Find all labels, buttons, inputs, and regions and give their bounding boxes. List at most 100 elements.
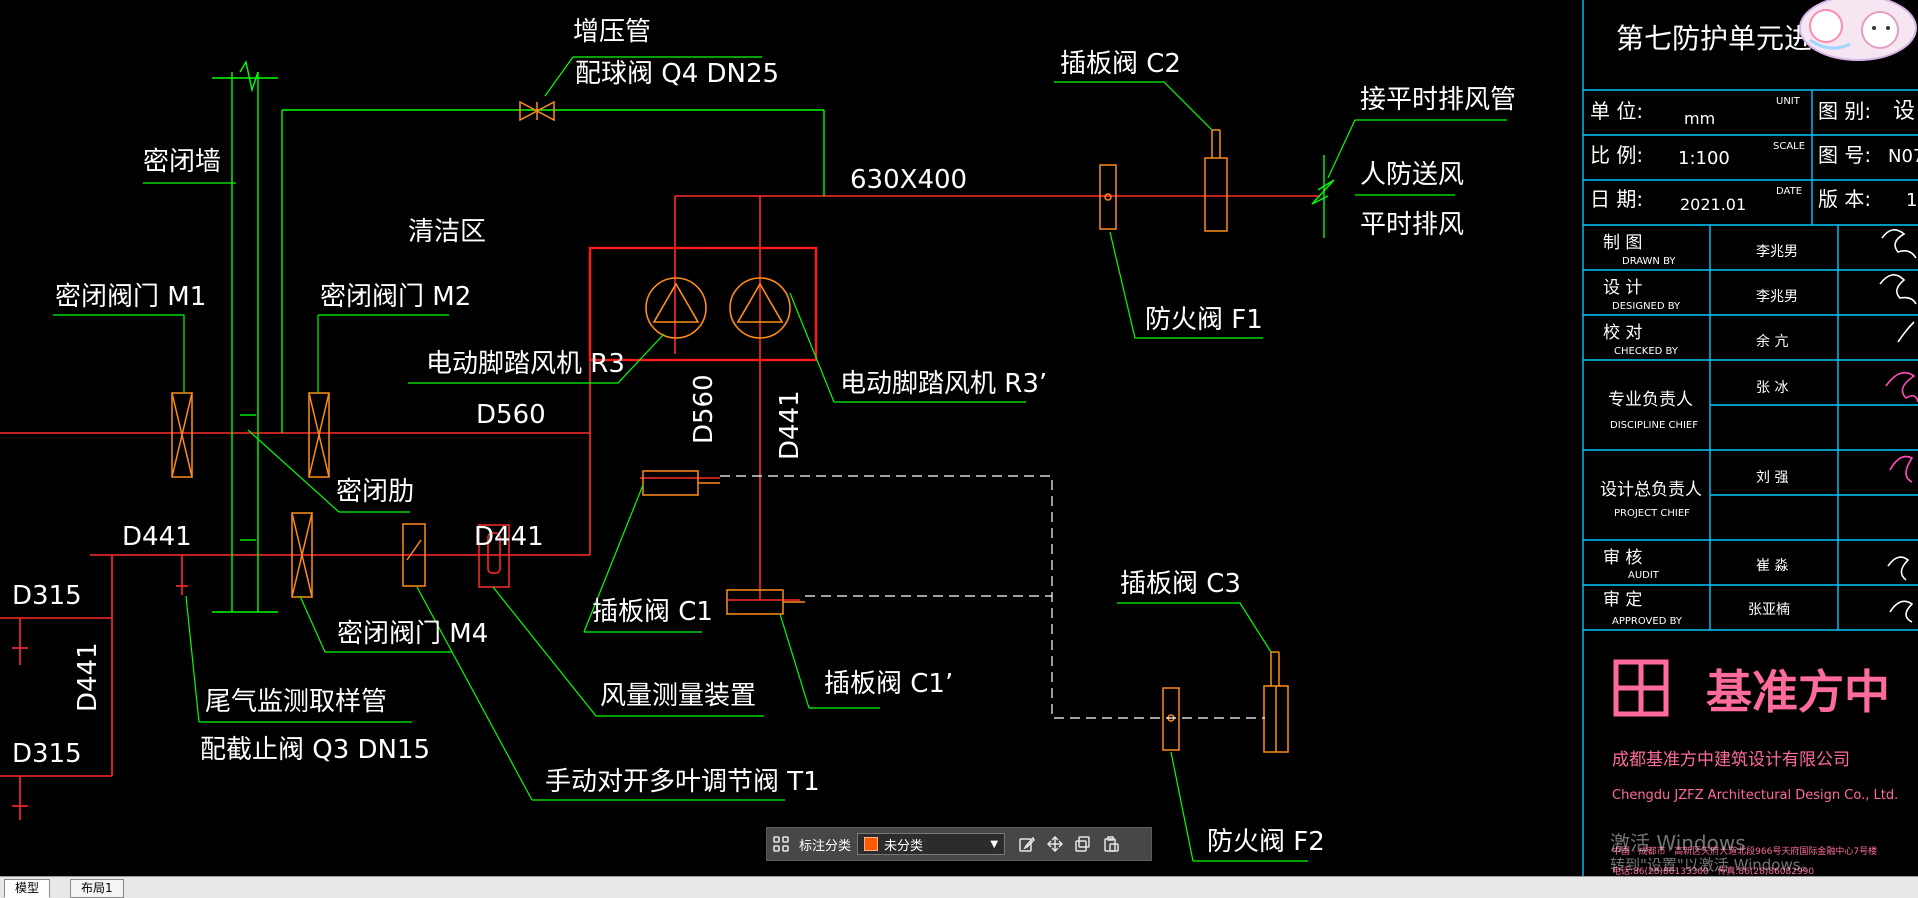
role-name-4: 刘 强 — [1756, 470, 1788, 486]
label-sealed-wall[interactable]: 密闭墙 — [143, 147, 221, 177]
role-cn-3: 专业负责人 — [1608, 390, 1693, 410]
label-sealed-valve-m2[interactable]: 密闭阀门 M2 — [320, 282, 471, 312]
scale-label-en: SCALE — [1773, 141, 1805, 152]
label-normal-exhaust[interactable]: 平时排风 — [1360, 210, 1464, 240]
role-en-5: AUDIT — [1628, 570, 1660, 581]
role-en-2: CHECKED BY — [1614, 346, 1679, 357]
role-cn-5: 审 核 — [1603, 548, 1642, 568]
number-label: 图 号: — [1818, 143, 1871, 167]
label-duct-630x400[interactable]: 630X400 — [850, 165, 967, 195]
role-en-6: APPROVED BY — [1612, 616, 1683, 627]
company-phone: 电话:86(28)86133300 · 传真:86(28)86082990 — [1612, 865, 1814, 876]
role-en-1: DESIGNED BY — [1612, 301, 1681, 312]
company-address: 中国 · 成都市 · 高新区天府大道北段966号天府国际金融中心7号楼 — [1612, 845, 1877, 857]
label-ball-valve-q4[interactable]: 配球阀 Q4 DN25 — [575, 59, 779, 89]
label-clean-zone[interactable]: 清洁区 — [408, 217, 486, 247]
label-stop-valve-q3[interactable]: 配截止阀 Q3 DN15 — [200, 735, 430, 765]
selection-highlight-box — [588, 246, 818, 362]
company-logo-icon — [1613, 659, 1669, 717]
role-name-0: 李兆男 — [1756, 244, 1798, 260]
category-value: 设 — [1893, 99, 1915, 124]
label-fan-r3[interactable]: 电动脚踏风机 R3 — [426, 349, 625, 379]
pressurization-pipe — [212, 60, 1335, 613]
ime-mascot-icon[interactable] — [1799, 0, 1917, 61]
version-value: 1 — [1906, 190, 1917, 211]
label-airflow-measuring-device[interactable]: 风量测量装置 — [600, 681, 756, 711]
role-cn-2: 校 对 — [1603, 323, 1642, 343]
fan-r3 — [645, 277, 707, 339]
role-cn-0: 制 图 — [1603, 233, 1642, 253]
roles-table: 制 图 DRAWN BY 李兆男 设 计 DESIGNED BY 李兆男 校 对… — [1600, 233, 1798, 627]
label-d441-rotated[interactable]: D441 — [73, 642, 103, 712]
company-name-en: Chengdu JZFZ Architectural Design Co., L… — [1612, 788, 1898, 803]
label-sealed-valve-m4[interactable]: 密闭阀门 M4 — [337, 619, 488, 649]
label-d560-vertical[interactable]: D560 — [689, 374, 719, 444]
label-gate-valve-c3[interactable]: 插板阀 C3 — [1120, 569, 1241, 599]
title-block: 第七防护单元进排 单 位: UNIT mm 比 例: SCALE 1:100 日… — [1582, 0, 1918, 876]
label-d441-vertical[interactable]: D441 — [775, 390, 805, 460]
unit-label: 单 位: — [1590, 99, 1643, 123]
label-connect-exhaust-pipe[interactable]: 接平时排风管 — [1360, 85, 1516, 115]
label-sealed-rib[interactable]: 密闭肋 — [336, 477, 414, 507]
label-civil-air-supply[interactable]: 人防送风 — [1360, 160, 1464, 190]
label-gate-valve-c1[interactable]: 插板阀 C1 — [592, 597, 713, 627]
grid-icon[interactable] — [767, 830, 795, 858]
fan-r3-prime — [729, 277, 791, 339]
signatures — [1879, 229, 1918, 623]
annotation-category-select[interactable]: 未分类 ▼ — [857, 833, 1006, 855]
label-fire-valve-f2[interactable]: 防火阀 F2 — [1207, 827, 1325, 857]
scale-label: 比 例: — [1590, 143, 1643, 167]
label-gate-valve-c2[interactable]: 插板阀 C2 — [1060, 49, 1181, 79]
label-d560-horizontal[interactable]: D560 — [476, 400, 546, 430]
cad-drawing-canvas[interactable]: 增压管 配球阀 Q4 DN25 插板阀 C2 接平时排风管 人防送风 平时排风 … — [0, 0, 1918, 876]
role-en-0: DRAWN BY — [1622, 256, 1676, 267]
number-value: N07 — [1888, 146, 1918, 167]
label-d441-left[interactable]: D441 — [122, 522, 192, 552]
role-cn-4: 设计总负责人 — [1600, 480, 1702, 500]
annotation-category-value: 未分类 — [884, 838, 924, 854]
duct-lines — [0, 195, 1320, 820]
unit-label-en: UNIT — [1776, 96, 1801, 107]
company-logo-text: 基准方中 — [1706, 665, 1890, 719]
label-manual-multi-leaf-damper[interactable]: 手动对开多叶调节阀 T1 — [545, 767, 820, 797]
version-label: 版 本: — [1818, 187, 1871, 211]
chevron-down-icon: ▼ — [990, 838, 999, 850]
label-fan-r3-prime[interactable]: 电动脚踏风机 R3’ — [840, 369, 1047, 399]
edit-icon[interactable] — [1013, 830, 1041, 858]
role-name-1: 李兆男 — [1756, 289, 1798, 305]
date-label: 日 期: — [1590, 187, 1643, 211]
label-d315-bottom[interactable]: D315 — [12, 739, 82, 769]
role-en-4: PROJECT CHIEF — [1614, 508, 1690, 519]
label-fire-valve-f1[interactable]: 防火阀 F1 — [1145, 305, 1263, 335]
paste-icon[interactable] — [1097, 830, 1125, 858]
category-label: 图 别: — [1818, 99, 1871, 123]
copy-icon[interactable] — [1069, 830, 1097, 858]
label-d315-top[interactable]: D315 — [12, 581, 82, 611]
annotation-category-toolbar: 标注分类 未分类 ▼ — [766, 827, 1152, 861]
scale-value: 1:100 — [1678, 148, 1730, 169]
label-gate-valve-c1-prime[interactable]: 插板阀 C1’ — [824, 669, 953, 699]
role-cn-6: 审 定 — [1603, 590, 1642, 610]
equipment — [171, 129, 1289, 753]
label-d441-middle[interactable]: D441 — [474, 522, 544, 552]
label-exhaust-sampling-pipe[interactable]: 尾气监测取样管 — [205, 687, 387, 717]
label-pressurization-pipe[interactable]: 增压管 — [573, 17, 651, 47]
unit-value: mm — [1684, 109, 1715, 128]
category-color-swatch — [864, 837, 879, 851]
label-sealed-valve-m1[interactable]: 密闭阀门 M1 — [55, 282, 206, 312]
date-label-en: DATE — [1776, 186, 1802, 197]
dashed-lines — [720, 475, 1265, 719]
layout-tab-bar: 模型 布局1 — [0, 876, 1918, 898]
role-name-3: 张 冰 — [1756, 380, 1788, 396]
role-name-6: 张亚楠 — [1748, 602, 1790, 618]
annotation-category-label: 标注分类 — [799, 838, 852, 854]
role-name-5: 崔 淼 — [1756, 558, 1788, 574]
tab-model[interactable]: 模型 — [4, 879, 51, 898]
role-en-3: DISCIPLINE CHIEF — [1610, 420, 1698, 431]
role-cn-1: 设 计 — [1603, 278, 1642, 298]
company-name-cn: 成都基准方中建筑设计有限公司 — [1612, 750, 1850, 770]
date-value: 2021.01 — [1680, 195, 1746, 214]
tab-layout1[interactable]: 布局1 — [70, 879, 124, 898]
move-icon[interactable] — [1041, 830, 1069, 858]
role-name-2: 余 亢 — [1756, 333, 1788, 350]
